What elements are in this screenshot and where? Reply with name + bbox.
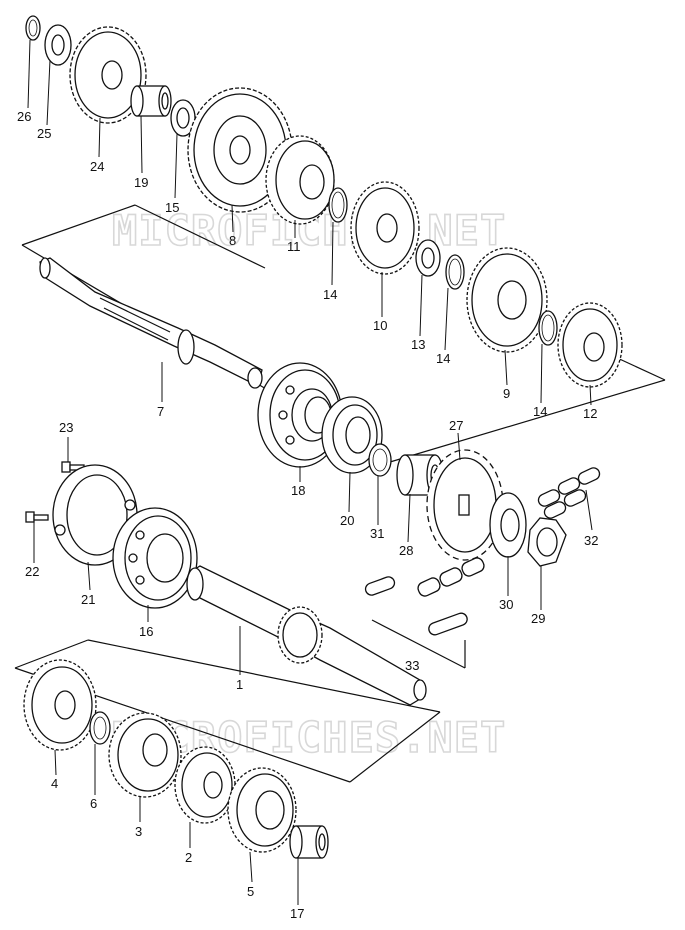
label-16[interactable]: 16 [139, 624, 153, 639]
bolt-22[interactable] [25, 511, 49, 523]
label-14-a[interactable]: 14 [323, 287, 337, 302]
gear-10[interactable] [350, 181, 420, 275]
gear-9[interactable] [466, 247, 548, 353]
gear-24[interactable] [69, 26, 147, 124]
washer-25[interactable] [44, 24, 72, 66]
label-4[interactable]: 4 [51, 776, 58, 791]
countershaft-7[interactable] [39, 257, 263, 389]
circlip-14-c[interactable] [538, 310, 558, 346]
oil-seal-20[interactable] [321, 396, 383, 474]
bushing-19[interactable] [130, 85, 172, 117]
gear-4[interactable] [23, 659, 97, 751]
label-21[interactable]: 21 [81, 592, 95, 607]
label-6[interactable]: 6 [90, 796, 97, 811]
gear-3[interactable] [108, 712, 182, 798]
label-15[interactable]: 15 [165, 200, 179, 215]
label-30[interactable]: 30 [499, 597, 513, 612]
circlip-26[interactable] [25, 15, 41, 41]
label-28[interactable]: 28 [399, 543, 413, 558]
o-ring-31[interactable] [368, 443, 392, 477]
label-24[interactable]: 24 [90, 159, 104, 174]
chain-joint-bracket [371, 619, 466, 669]
bushing-17[interactable] [289, 825, 329, 859]
label-19[interactable]: 19 [134, 175, 148, 190]
label-20[interactable]: 20 [340, 513, 354, 528]
label-26[interactable]: 26 [17, 109, 31, 124]
nut-29[interactable] [527, 517, 567, 567]
label-10[interactable]: 10 [373, 318, 387, 333]
label-23[interactable]: 23 [59, 420, 73, 435]
gear-12[interactable] [557, 302, 623, 388]
label-2[interactable]: 2 [185, 850, 192, 865]
part-number-labels: 26 25 24 19 15 8 11 14 10 13 14 9 14 12 … [17, 109, 598, 921]
label-29[interactable]: 29 [531, 611, 545, 626]
circlip-14-a[interactable] [328, 187, 348, 223]
sprocket-27[interactable] [426, 449, 504, 561]
label-31[interactable]: 31 [370, 526, 384, 541]
label-1[interactable]: 1 [236, 677, 243, 692]
label-22[interactable]: 22 [25, 564, 39, 579]
gear-5[interactable] [227, 767, 297, 853]
circlip-6[interactable] [89, 711, 111, 745]
label-11[interactable]: 11 [287, 239, 301, 254]
lock-washer-30[interactable] [489, 492, 527, 558]
label-14-b[interactable]: 14 [436, 351, 450, 366]
label-5[interactable]: 5 [247, 884, 254, 899]
label-9[interactable]: 9 [503, 386, 510, 401]
label-18[interactable]: 18 [291, 483, 305, 498]
label-3[interactable]: 3 [135, 824, 142, 839]
leader-lines [27, 39, 593, 905]
label-25[interactable]: 25 [37, 126, 51, 141]
chain-joint-33[interactable] [364, 556, 486, 636]
washer-13[interactable] [415, 239, 441, 277]
label-17[interactable]: 17 [290, 906, 304, 921]
gear-11[interactable] [265, 135, 335, 225]
label-7[interactable]: 7 [157, 404, 164, 419]
label-27[interactable]: 27 [449, 418, 463, 433]
bearing-16[interactable] [112, 507, 198, 609]
driveshaft-1[interactable] [186, 565, 427, 706]
chain-32[interactable] [536, 466, 601, 520]
label-12[interactable]: 12 [583, 406, 597, 421]
label-14-c[interactable]: 14 [533, 404, 547, 419]
circlip-14-b[interactable] [445, 254, 465, 290]
label-13[interactable]: 13 [411, 337, 425, 352]
gear-2[interactable] [174, 746, 236, 824]
label-8[interactable]: 8 [229, 233, 236, 248]
label-33[interactable]: 33 [405, 658, 419, 673]
label-32[interactable]: 32 [584, 533, 598, 548]
